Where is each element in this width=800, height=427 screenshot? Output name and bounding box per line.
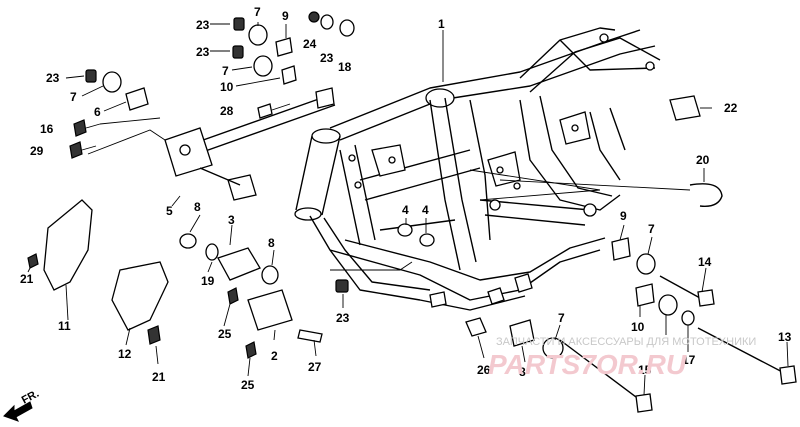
callout-9b: 9 xyxy=(620,209,627,223)
callout-24: 24 xyxy=(303,37,317,51)
right-hardware-parts xyxy=(465,95,797,413)
callout-5: 5 xyxy=(166,204,173,218)
callout-11: 11 xyxy=(58,319,71,333)
callout-8a: 8 xyxy=(194,200,201,214)
callout-25b: 25 xyxy=(241,378,255,392)
front-direction-indicator: FR. xyxy=(3,388,41,422)
callout-20: 20 xyxy=(696,153,710,167)
callout-9a: 9 xyxy=(282,9,289,23)
callout-6: 6 xyxy=(94,105,101,119)
callout-17: 17 xyxy=(682,353,696,367)
main-frame xyxy=(294,27,661,311)
callout-27: 27 xyxy=(308,360,322,374)
callout-7b: 7 xyxy=(222,64,229,78)
callout-1: 1 xyxy=(438,17,445,31)
callout-28: 28 xyxy=(220,104,234,118)
callout-21b: 21 xyxy=(152,370,166,384)
callout-3: 3 xyxy=(228,213,235,227)
callout-26: 26 xyxy=(477,363,491,377)
callout-15: 15 xyxy=(638,363,652,377)
callout-13: 13 xyxy=(778,330,792,344)
callout-8c: 8 xyxy=(519,365,526,379)
callout-7d: 7 xyxy=(648,222,655,236)
callout-10a: 10 xyxy=(220,80,234,94)
callout-21a: 21 xyxy=(20,272,34,286)
callout-2: 2 xyxy=(271,349,278,363)
front-cross-bar xyxy=(164,87,336,201)
callout-8b: 8 xyxy=(268,236,275,250)
callout-4a: 4 xyxy=(402,203,409,217)
callout-7e: 7 xyxy=(558,311,565,325)
callout-7c: 7 xyxy=(70,90,77,104)
callout-23d: 23 xyxy=(320,51,334,65)
callout-23c: 23 xyxy=(46,71,60,85)
callout-labels: 1 2 3 4 4 5 6 7 7 7 7 7 8 8 8 9 9 10 10 … xyxy=(20,5,792,392)
lower-left-parts xyxy=(27,199,435,359)
callout-29: 29 xyxy=(30,144,44,158)
callout-7a: 7 xyxy=(254,5,261,19)
top-hardware-parts xyxy=(69,11,355,159)
callout-23b: 23 xyxy=(196,45,210,59)
callout-22: 22 xyxy=(724,101,738,115)
watermark-logo: PARTS7OR.RU xyxy=(488,349,687,380)
callout-23e: 23 xyxy=(336,311,350,325)
callout-14: 14 xyxy=(698,255,712,269)
front-arrow-icon xyxy=(3,401,33,422)
callout-4b: 4 xyxy=(422,203,429,217)
callout-10b: 10 xyxy=(631,320,645,334)
callout-23a: 23 xyxy=(196,18,210,32)
leader-lines xyxy=(27,22,789,396)
callout-18: 18 xyxy=(338,60,352,74)
callout-16: 16 xyxy=(40,122,54,136)
callout-12: 12 xyxy=(118,347,132,361)
front-label: FR. xyxy=(20,388,41,407)
watermark-text: ЗАПЧАСТИ И АКСЕССУАРЫ ДЛЯ МОТОТЕХНИКИ xyxy=(496,336,756,348)
callout-19: 19 xyxy=(201,274,215,288)
watermark: PARTS7OR.RU ЗАПЧАСТИ И АКСЕССУАРЫ ДЛЯ МО… xyxy=(488,336,756,380)
callout-25a: 25 xyxy=(218,327,232,341)
